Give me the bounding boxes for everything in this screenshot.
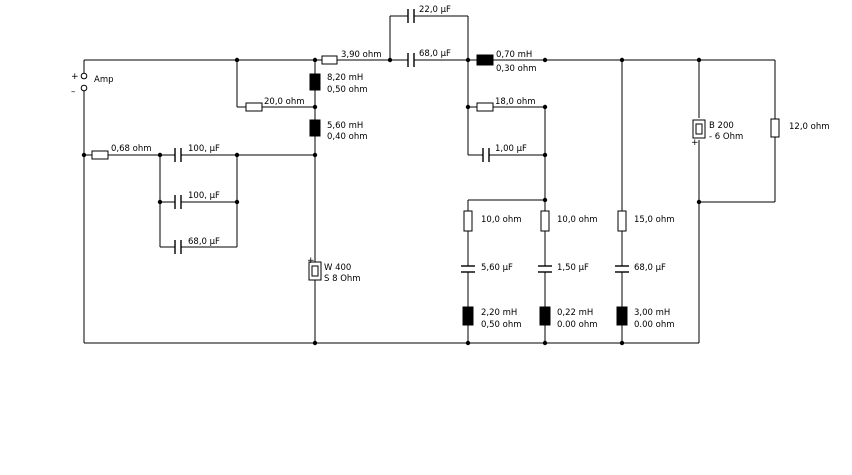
- inductor-trap-2-value: 0,22 mH: [557, 308, 593, 318]
- inductor-trap-3-resistance: 0.00 ohm: [634, 320, 675, 330]
- capacitor-trap-1[interactable]: [461, 265, 475, 273]
- inductor-trap-2[interactable]: [539, 306, 551, 326]
- resistor-0-68-label: 0,68 ohm: [111, 144, 152, 154]
- speaker-cone-icon: [695, 123, 703, 135]
- plus-terminal-icon: [80, 72, 88, 80]
- capacitor-trap-3[interactable]: [615, 265, 629, 273]
- capacitor-woofer-1-label: 100, µF: [188, 144, 220, 154]
- junction-dot: [81, 152, 87, 158]
- junction-dot: [542, 152, 548, 158]
- inductor-0-70-mh[interactable]: [476, 54, 494, 66]
- resistor-trap-3[interactable]: [617, 210, 627, 232]
- capacitor-trap-2[interactable]: [538, 265, 552, 273]
- inductor-0-70-value: 0,70 mH: [496, 50, 532, 60]
- junction-dot: [312, 152, 318, 158]
- inductor-trap-3-value: 3,00 mH: [634, 308, 670, 318]
- junction-dot: [234, 199, 240, 205]
- tweeter-plus-sign: +: [691, 138, 699, 148]
- junction-dot: [696, 57, 702, 63]
- minus-terminal-icon: [80, 84, 88, 92]
- junction-dot: [542, 340, 548, 346]
- inductor-8-20-mh[interactable]: [309, 73, 321, 91]
- junction-dot: [619, 340, 625, 346]
- resistor-3-90-label: 3,90 ohm: [341, 50, 382, 60]
- resistor-20-label: 20,0 ohm: [264, 97, 305, 107]
- junction-dots: [81, 57, 702, 346]
- resistor-trap-1[interactable]: [463, 210, 473, 232]
- capacitor-woofer-3-label: 68,0 µF: [188, 237, 220, 247]
- amp-source: + – Amp: [71, 60, 114, 97]
- junction-dot: [157, 152, 163, 158]
- inductor-8-20-resistance: 0,50 ohm: [327, 85, 368, 95]
- resistor-trap-2[interactable]: [540, 210, 550, 232]
- capacitor-woofer-2[interactable]: [174, 195, 182, 209]
- junction-dot: [465, 57, 471, 63]
- inductor-8-20-value: 8,20 mH: [327, 73, 363, 83]
- inductor-trap-2-resistance: 0.00 ohm: [557, 320, 598, 330]
- capacitor-woofer-3[interactable]: [174, 240, 182, 254]
- woofer-plus-sign: +: [307, 256, 315, 266]
- resistor-load-12-ohm[interactable]: [770, 118, 780, 138]
- junction-dot: [542, 57, 548, 63]
- capacitor-woofer-1[interactable]: [174, 148, 182, 162]
- resistors: 3,90 ohm 20,0 ohm 0,68 ohm 18,0 ohm 10,0…: [91, 50, 830, 232]
- inductor-5-60-resistance: 0,40 ohm: [327, 132, 368, 142]
- inductor-trap-1[interactable]: [462, 306, 474, 326]
- junction-dot: [465, 340, 471, 346]
- capacitor-trap-1-label: 5,60 µF: [481, 263, 513, 273]
- inductors: 8,20 mH 0,50 ohm 5,60 mH 0,40 ohm 0,70 m…: [309, 50, 675, 330]
- resistor-20-ohm[interactable]: [245, 102, 263, 112]
- inductor-trap-1-resistance: 0,50 ohm: [481, 320, 522, 330]
- inductor-0-70-resistance: 0,30 ohm: [496, 64, 537, 74]
- resistor-trap-3-label: 15,0 ohm: [634, 215, 675, 225]
- plus-sign: +: [71, 72, 79, 82]
- junction-dot: [542, 104, 548, 110]
- resistor-18-label: 18,0 ohm: [495, 97, 536, 107]
- tweeter-model: B 200: [709, 121, 734, 131]
- tweeter-speaker[interactable]: + B 200 - 6 Ohm: [691, 119, 743, 148]
- inductor-5-60-mh[interactable]: [309, 119, 321, 137]
- junction-dot: [542, 197, 548, 203]
- resistor-trap-1-label: 10,0 ohm: [481, 215, 522, 225]
- junction-dot: [157, 199, 163, 205]
- capacitor-top-lower-label: 68,0 µF: [419, 49, 451, 59]
- capacitor-shunt-label: 1,00 µF: [495, 144, 527, 154]
- woofer-speaker[interactable]: + W 400 S 8 Ohm: [307, 256, 361, 284]
- junction-dot: [312, 340, 318, 346]
- junction-dot: [696, 199, 702, 205]
- capacitor-top-lower[interactable]: [407, 53, 415, 67]
- wires: [83, 15, 776, 344]
- capacitors: 22,0 µF 68,0 µF 100, µF 100, µF 68,0 µF …: [174, 5, 666, 273]
- junction-dot: [465, 104, 471, 110]
- minus-sign: –: [71, 87, 76, 97]
- junction-dot: [234, 152, 240, 158]
- resistor-load-label: 12,0 ohm: [789, 122, 830, 132]
- junction-dot: [619, 57, 625, 63]
- inductor-trap-3[interactable]: [616, 306, 628, 326]
- resistor-0-68-ohm[interactable]: [91, 150, 109, 160]
- junction-dot: [387, 57, 393, 63]
- junction-dot: [312, 57, 318, 63]
- capacitor-woofer-2-label: 100, µF: [188, 191, 220, 201]
- woofer-impedance: S 8 Ohm: [324, 274, 361, 284]
- junction-dot: [234, 57, 240, 63]
- capacitor-top-upper[interactable]: [407, 9, 415, 23]
- woofer-model: W 400: [324, 263, 351, 273]
- resistor-3-90-ohm[interactable]: [321, 55, 338, 65]
- inductor-5-60-value: 5,60 mH: [327, 121, 363, 131]
- inductor-trap-1-value: 2,20 mH: [481, 308, 517, 318]
- resistor-trap-2-label: 10,0 ohm: [557, 215, 598, 225]
- tweeter-impedance: - 6 Ohm: [709, 132, 743, 142]
- junction-dot: [312, 104, 318, 110]
- capacitor-shunt-1uf[interactable]: [482, 148, 490, 162]
- capacitor-trap-3-label: 68,0 µF: [634, 263, 666, 273]
- amp-label: Amp: [94, 75, 114, 85]
- resistor-18-ohm[interactable]: [476, 102, 494, 112]
- capacitor-top-upper-label: 22,0 µF: [419, 5, 451, 15]
- capacitor-trap-2-label: 1,50 µF: [557, 263, 589, 273]
- speaker-cone-icon: [311, 265, 319, 277]
